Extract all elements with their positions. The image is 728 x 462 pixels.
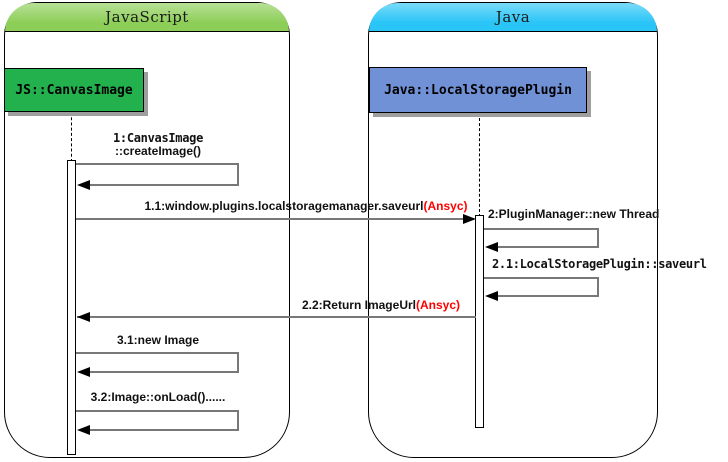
message-2-1-arrowhead-icon bbox=[485, 291, 498, 301]
message-1-line-top bbox=[76, 163, 239, 165]
message-1-arrowhead-icon bbox=[77, 180, 90, 190]
lifeline-java-localstorageplugin bbox=[479, 113, 480, 217]
lifeline-js-canvasimage bbox=[71, 112, 72, 162]
message-2-line-top bbox=[484, 228, 599, 230]
message-1-1-line bbox=[76, 218, 464, 220]
message-3-2-line-top bbox=[76, 410, 239, 412]
message-3-2-arrowhead-icon bbox=[77, 425, 90, 435]
message-2-1-line-return bbox=[497, 295, 599, 297]
frame-java-header: Java bbox=[369, 3, 657, 32]
message-2-2-text: 2.2:Return ImageUrl bbox=[301, 298, 416, 312]
message-2-1-line-top bbox=[484, 277, 599, 279]
message-3-2-line-right bbox=[237, 410, 239, 431]
frame-javascript-header: JavaScript bbox=[5, 3, 289, 32]
message-1-1-annotation: (Ansyc) bbox=[423, 199, 468, 213]
message-3-2-label: 3.2:Image::onLoad()...... bbox=[90, 390, 226, 404]
message-2-2-annotation: (Ansyc) bbox=[415, 298, 460, 312]
activation-bar-java bbox=[475, 215, 484, 428]
activation-bar-js bbox=[67, 160, 76, 455]
message-1-1-label: 1.1:window.plugins.localstoragemanager.s… bbox=[116, 199, 496, 213]
message-2-1-label: 2.1:LocalStoragePlugin::saveurl bbox=[492, 257, 707, 271]
message-1-line-return bbox=[90, 184, 239, 186]
message-2-2-line bbox=[77, 316, 476, 318]
object-box-java-localstorageplugin: Java::LocalStoragePlugin bbox=[369, 67, 587, 113]
object-box-js-canvasimage: JS::CanvasImage bbox=[4, 68, 144, 112]
message-3-1-line-top bbox=[76, 352, 239, 354]
message-2-2-arrowhead-icon bbox=[77, 312, 90, 322]
message-3-2-line-return bbox=[90, 429, 239, 431]
message-2-1-line-right bbox=[597, 277, 599, 297]
message-2-arrowhead-icon bbox=[485, 242, 498, 252]
message-2-label: 2:PluginManager::new Thread bbox=[488, 207, 660, 221]
message-1-line-right bbox=[237, 163, 239, 186]
frame-javascript: JavaScript bbox=[4, 2, 290, 458]
message-3-1-line-return bbox=[90, 371, 239, 373]
message-1-1-arrowhead-icon bbox=[463, 214, 476, 224]
message-1-label-line1: 1:CanvasImage bbox=[112, 131, 204, 145]
message-3-1-line-right bbox=[237, 352, 239, 373]
message-1-label-line2: ::createImage() bbox=[114, 144, 202, 158]
message-2-2-label: 2.2:Return ImageUrl(Ansyc) bbox=[80, 298, 460, 312]
message-1-1-text: 1.1:window.plugins.localstoragemanager.s… bbox=[144, 199, 424, 213]
message-2-line-return bbox=[497, 246, 599, 248]
message-3-1-arrowhead-icon bbox=[77, 367, 90, 377]
message-3-1-label: 3.1:new Image bbox=[116, 333, 200, 347]
message-2-line-right bbox=[597, 228, 599, 248]
